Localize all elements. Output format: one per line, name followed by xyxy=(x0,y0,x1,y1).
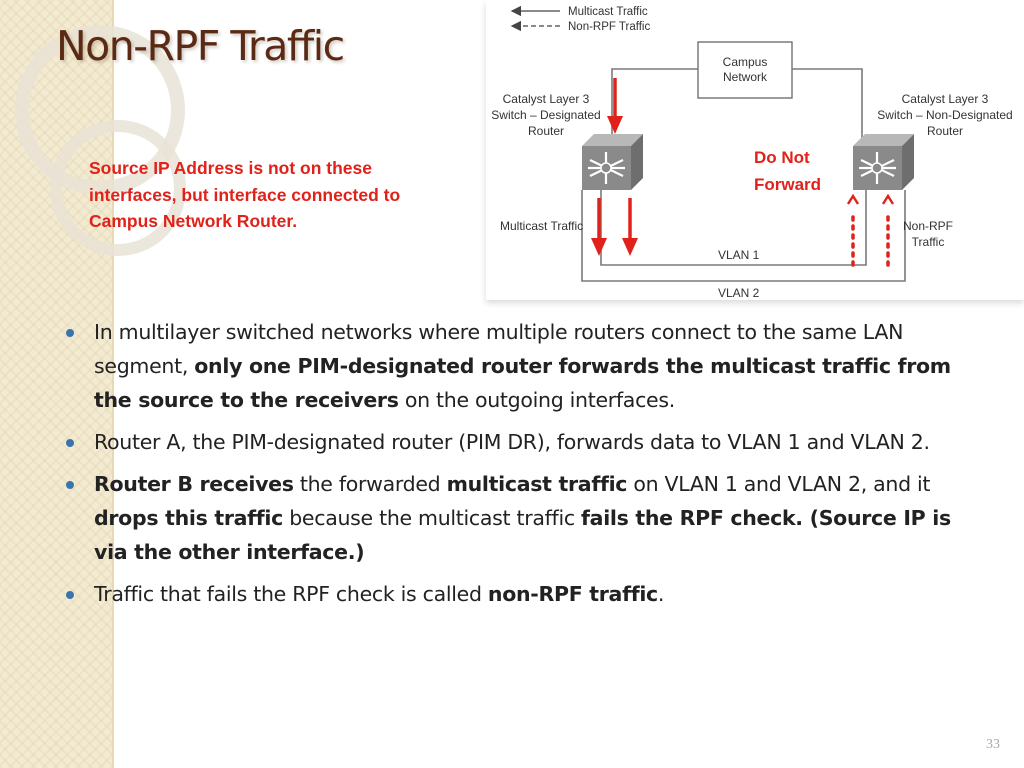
bullet-text: In multilayer switched networks where mu… xyxy=(94,320,904,378)
left-switch-label-line3: Router xyxy=(528,124,564,138)
bullet-bold-text: non-RPF traffic xyxy=(487,582,658,606)
legend-nonrpf-label: Non-RPF Traffic xyxy=(568,21,650,33)
diagram-legend: Multicast Traffic Non-RPF Traffic xyxy=(510,5,650,33)
right-switch-label-line1: Catalyst Layer 3 xyxy=(902,92,989,106)
bullet-item: Router B receives the forwarded multicas… xyxy=(66,467,986,569)
campus-label-line1: Campus xyxy=(723,55,768,69)
bullet-marker xyxy=(66,329,74,337)
nonrpf-label-line2: Traffic xyxy=(912,235,945,249)
slide-title: Non-RPF Traffic xyxy=(56,22,345,70)
arrow-to-vlan1-head xyxy=(591,238,607,256)
multicast-traffic-label: Multicast Traffic xyxy=(500,219,583,233)
page-number: 33 xyxy=(986,737,1000,752)
campus-label-line2: Network xyxy=(723,70,768,84)
left-switch-label-line1: Catalyst Layer 3 xyxy=(503,92,590,106)
bullet-text: because the multicast traffic xyxy=(283,506,582,530)
legend-multicast-label: Multicast Traffic xyxy=(568,6,648,18)
bullet-text: the forwarded xyxy=(293,472,447,496)
nonrpf-arrow-vlan2-head xyxy=(881,193,895,205)
arrow-to-vlan2-head xyxy=(622,238,638,256)
bullet-bold-text: Router B receives xyxy=(94,472,294,496)
right-switch-label-line2: Switch – Non-Designated xyxy=(877,108,1012,122)
do-not-forward-line2: Forward xyxy=(754,175,821,194)
network-diagram: Multicast Traffic Non-RPF Traffic Campus… xyxy=(486,0,1024,300)
bullet-bold-text: fails the RPF check. (Source IP is via t… xyxy=(94,506,951,564)
bullet-list: In multilayer switched networks where mu… xyxy=(66,315,986,619)
bullet-item: In multilayer switched networks where mu… xyxy=(66,315,986,417)
vlan1-line xyxy=(600,190,867,266)
vlan2-label: VLAN 2 xyxy=(718,286,760,300)
nonrpf-label-line1: Non-RPF xyxy=(903,219,953,233)
nonrpf-arrows xyxy=(846,193,895,267)
bullet-item: Router A, the PIM-designated router (PIM… xyxy=(66,425,986,459)
vlan2-line xyxy=(581,190,906,282)
multicast-arrows xyxy=(591,78,638,256)
arrow-into-designated-head xyxy=(607,116,623,134)
bullet-text: . xyxy=(657,582,665,606)
bullet-bold-text: multicast traffic xyxy=(446,472,628,496)
designated-router-switch-icon xyxy=(582,134,643,190)
bullet-text: Traffic that fails the RPF check is call… xyxy=(94,582,488,606)
bullet-marker xyxy=(66,439,74,447)
do-not-forward-line1: Do Not xyxy=(754,148,810,167)
bullet-item: Traffic that fails the RPF check is call… xyxy=(66,577,986,611)
bullet-text: on VLAN 1 and VLAN 2, and it xyxy=(627,472,931,496)
campus-left-link xyxy=(611,68,698,138)
right-switch-label-line3: Router xyxy=(927,124,963,138)
left-switch-label-line2: Switch – Designated xyxy=(491,108,600,122)
campus-network-box xyxy=(697,41,793,99)
bullet-marker xyxy=(66,481,74,489)
source-ip-note: Source IP Address is not on these interf… xyxy=(89,158,401,231)
bullet-text: on the outgoing interfaces. xyxy=(398,388,675,412)
side-divider xyxy=(112,0,114,768)
nonrpf-arrow-vlan1-head xyxy=(846,193,860,205)
bullet-bold-text: only one PIM-designated router forwards … xyxy=(94,354,951,412)
bullet-bold-text: drops this traffic xyxy=(94,506,283,530)
campus-right-link xyxy=(792,68,863,138)
vlan1-label: VLAN 1 xyxy=(718,248,760,262)
bullet-text: Router A, the PIM-designated router (PIM… xyxy=(94,430,930,454)
non-designated-router-switch-icon xyxy=(853,134,914,190)
decorative-rings xyxy=(15,25,186,256)
bullet-marker xyxy=(66,591,74,599)
